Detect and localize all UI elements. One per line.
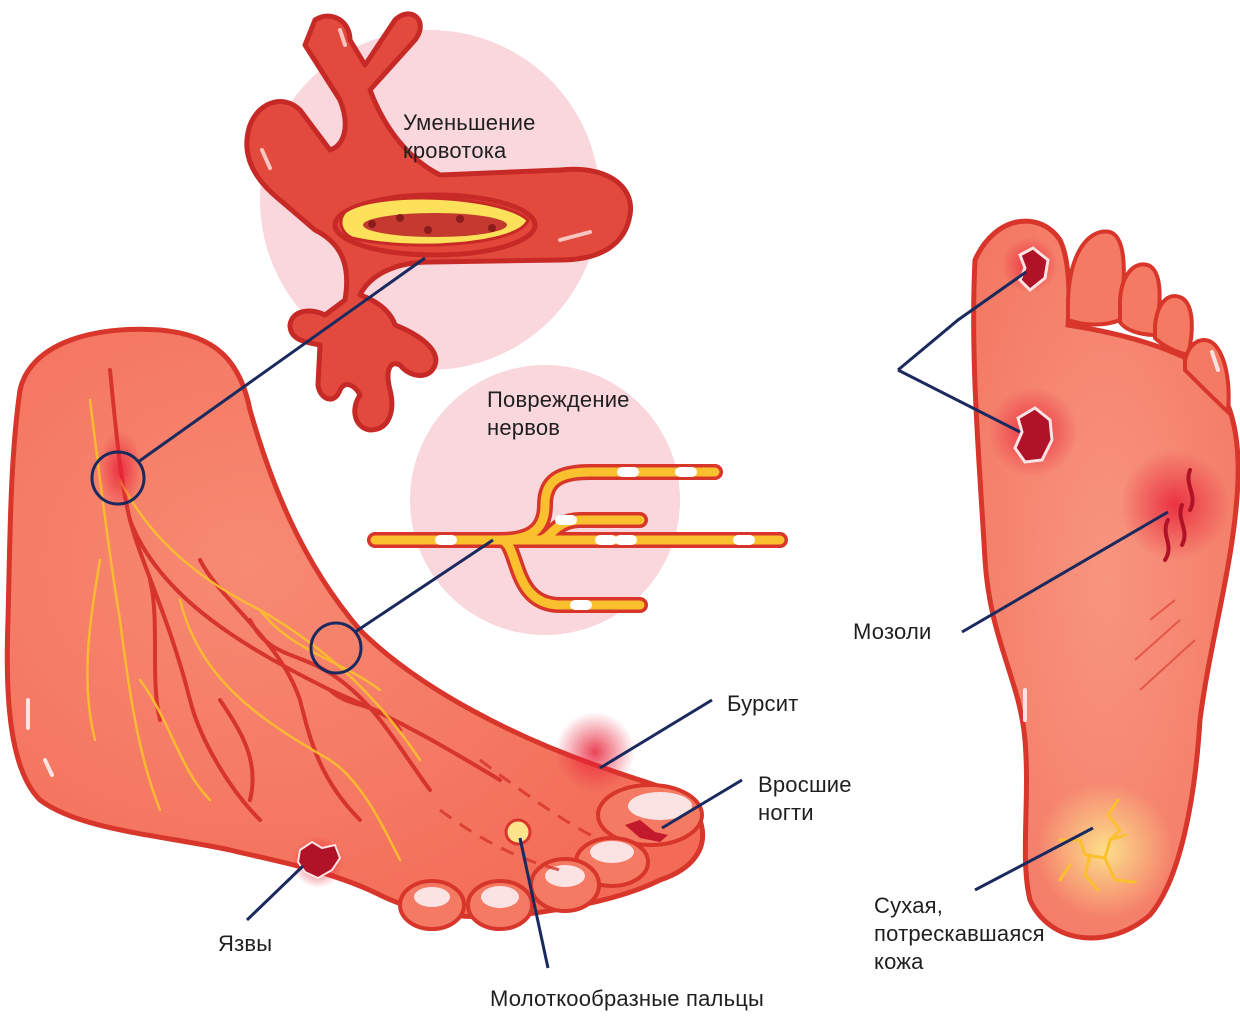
label-dry-skin: Сухая, потрескавшаяся кожа (874, 893, 1045, 974)
left-foot (4, 326, 706, 931)
label-calluses: Мозоли (853, 619, 932, 644)
vessel-magnifier-circle (90, 450, 146, 506)
label-ingrown-nails: Вросшие ногти (758, 772, 852, 825)
nerve-magnifier-circle (309, 621, 363, 675)
pointer-lines (90, 256, 1169, 969)
nerve-illustration (367, 464, 788, 613)
label-ulcers: Язвы (218, 931, 273, 956)
vessel-cross-section (332, 192, 538, 258)
label-hammer-toes: Молоткообразные пальцы (490, 986, 765, 1011)
vessel-highlights (260, 28, 592, 242)
label-nerve-damage: Повреждение нервов (487, 387, 630, 440)
right-foot-sole (971, 218, 1240, 941)
label-bursitis: Бурсит (727, 691, 799, 716)
label-blood-flow: Уменьшение кровотока (403, 110, 536, 163)
